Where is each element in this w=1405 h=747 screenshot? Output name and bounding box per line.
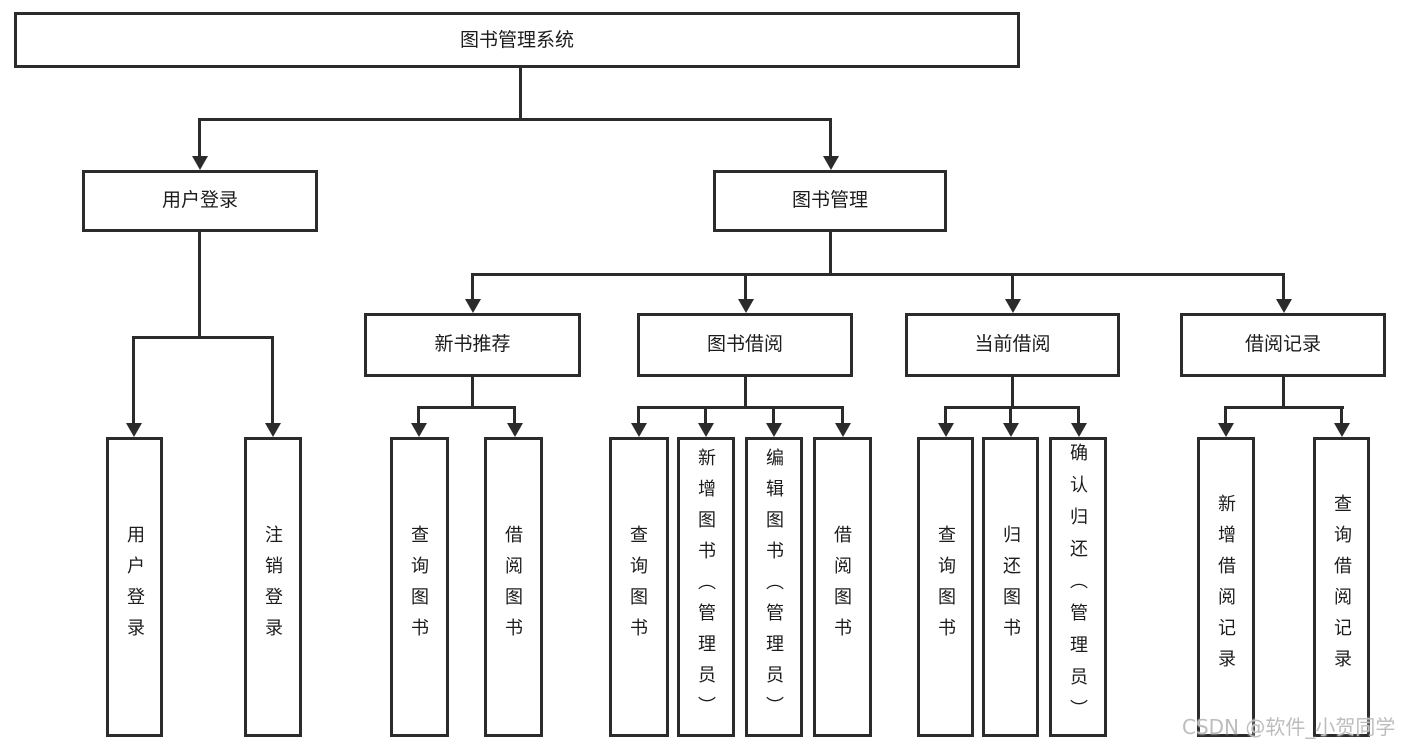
connector-line <box>829 232 832 273</box>
connector-line <box>1224 406 1344 409</box>
arrowhead-down-icon <box>738 299 754 313</box>
connector-line <box>1009 406 1012 423</box>
connector-line <box>417 406 516 409</box>
leaf-bb-borrow-books: 借阅图书 <box>813 437 872 737</box>
connector-line <box>637 406 844 409</box>
connector-line <box>1340 406 1343 423</box>
arrowhead-down-icon <box>631 423 647 437</box>
connector-line <box>744 377 747 406</box>
connector-line <box>829 118 832 158</box>
leaf-nb-query-books: 查询图书 <box>390 437 449 737</box>
connector-line <box>1011 377 1014 406</box>
arrowhead-down-icon <box>1005 299 1021 313</box>
connector-line <box>132 336 274 339</box>
connector-line <box>637 406 640 423</box>
arrowhead-down-icon <box>698 423 714 437</box>
connector-line <box>519 68 522 118</box>
leaf-cb-return-books: 归还图书 <box>982 437 1039 737</box>
node-book-borrow: 图书借阅 <box>637 313 853 377</box>
connector-line <box>513 406 516 423</box>
leaf-br-add-record: 新增借阅记录 <box>1197 437 1255 737</box>
connector-line <box>1011 273 1014 299</box>
connector-line <box>841 406 844 423</box>
leaf-br-query-record: 查询借阅记录 <box>1313 437 1370 737</box>
leaf-nb-borrow-books: 借阅图书 <box>484 437 543 737</box>
node-current-borrow: 当前借阅 <box>905 313 1120 377</box>
connector-line <box>471 273 1285 276</box>
arrowhead-down-icon <box>766 423 782 437</box>
arrowhead-down-icon <box>835 423 851 437</box>
node-book-management: 图书管理 <box>713 170 947 232</box>
arrowhead-down-icon <box>1003 423 1019 437</box>
connector-line <box>198 118 201 158</box>
connector-line <box>271 336 274 423</box>
watermark: CSDN @软件_小贺同学 <box>1182 715 1396 739</box>
arrowhead-down-icon <box>192 156 208 170</box>
leaf-bb-query-books: 查询图书 <box>609 437 669 737</box>
connector-line <box>772 406 775 423</box>
leaf-user-login: 用户登录 <box>106 437 163 737</box>
connector-line <box>198 118 832 121</box>
connector-line <box>417 406 420 423</box>
leaf-cb-confirm-return-admin: 确认归还（管理员） <box>1049 437 1107 737</box>
connector-line <box>471 377 474 406</box>
arrowhead-down-icon <box>823 156 839 170</box>
leaf-logout: 注销登录 <box>244 437 302 737</box>
node-borrow-records: 借阅记录 <box>1180 313 1386 377</box>
node-user-login: 用户登录 <box>82 170 318 232</box>
connector-line <box>1077 406 1080 423</box>
connector-line <box>198 232 201 336</box>
connector-line <box>744 273 747 299</box>
connector-line <box>704 406 707 423</box>
arrowhead-down-icon <box>265 423 281 437</box>
leaf-bb-add-books-admin: 新增图书（管理员） <box>677 437 735 737</box>
arrowhead-down-icon <box>465 299 481 313</box>
arrowhead-down-icon <box>1334 423 1350 437</box>
arrowhead-down-icon <box>1071 423 1087 437</box>
connector-line <box>944 406 1080 409</box>
arrowhead-down-icon <box>1218 423 1234 437</box>
connector-line <box>1282 273 1285 299</box>
arrowhead-down-icon <box>126 423 142 437</box>
leaf-bb-edit-books-admin: 编辑图书（管理员） <box>745 437 803 737</box>
leaf-cb-query-books: 查询图书 <box>917 437 974 737</box>
arrowhead-down-icon <box>1276 299 1292 313</box>
node-new-book-recommend: 新书推荐 <box>364 313 581 377</box>
connector-line <box>132 336 135 423</box>
arrowhead-down-icon <box>411 423 427 437</box>
node-root: 图书管理系统 <box>14 12 1020 68</box>
connector-line <box>471 273 474 299</box>
arrowhead-down-icon <box>938 423 954 437</box>
connector-line <box>1224 406 1227 423</box>
connector-line <box>944 406 947 423</box>
arrowhead-down-icon <box>507 423 523 437</box>
connector-line <box>1282 377 1285 406</box>
